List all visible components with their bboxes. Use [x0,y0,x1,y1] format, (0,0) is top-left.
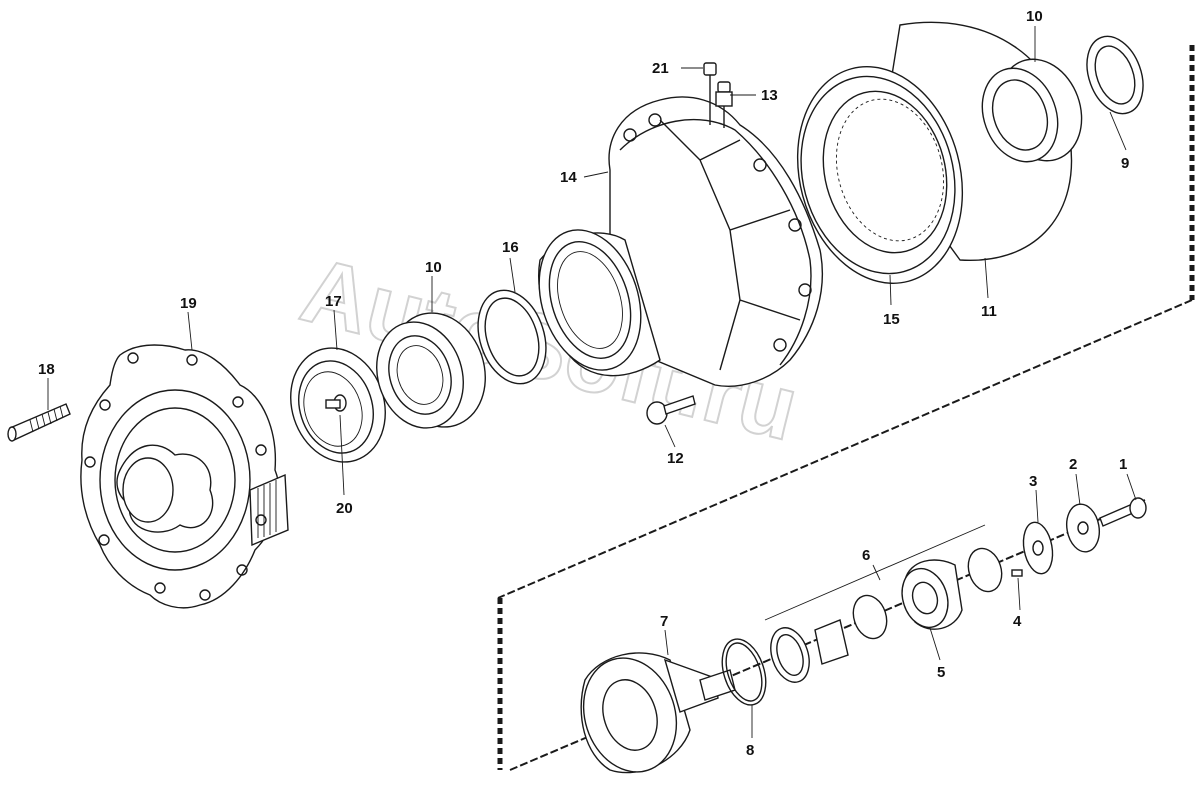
callout-7: 7 [660,613,668,630]
callout-14: 14 [560,169,577,186]
callout-11: 11 [981,303,997,320]
callout-4: 4 [1013,613,1022,630]
callout-8: 8 [746,742,754,759]
part-10-bearing-lower [376,312,486,429]
part-13-breather [715,81,733,128]
part-15-ring-gear [800,75,956,275]
part-19-hub [80,344,289,609]
callout-18: 18 [38,361,55,378]
callout-5: 5 [937,664,945,681]
callout-21: 21 [652,60,669,77]
assembly-boundary-diagonal [497,299,1193,599]
part-6-gear-set [764,524,1003,683]
part-20-pin [325,394,347,412]
callout-13: 13 [761,87,778,104]
part-7-flange [580,652,736,774]
callout-19: 19 [180,295,197,312]
part-9-nut [1086,35,1144,115]
callout-16: 16 [502,239,519,256]
part-4-pin [1011,569,1023,577]
part-18-stud [7,403,71,442]
callout-17: 17 [325,293,342,310]
callout-9: 9 [1121,155,1129,172]
callout-labels: 1 2 3 4 5 6 7 8 9 10 10 11 12 13 14 15 1… [38,8,1129,759]
part-14-housing [538,96,823,387]
part-21-plug [703,62,717,125]
callout-2: 2 [1069,456,1077,473]
callout-15: 15 [883,311,900,328]
callout-10-lower: 10 [425,259,442,276]
callout-12: 12 [667,450,684,467]
part-16-ring [477,289,547,385]
callout-10-upper: 10 [1026,8,1043,25]
part-3-washer [1022,521,1054,575]
callout-1: 1 [1119,456,1127,473]
part-1-bolt [1099,497,1147,527]
callout-20: 20 [336,500,353,517]
part-8-circlip [721,638,767,706]
leader-lines [47,26,1137,738]
callout-3: 3 [1029,473,1037,490]
callout-6: 6 [862,547,870,564]
part-2-washer [1066,503,1100,553]
part-12-bolt [646,395,696,425]
part-5-gear [901,559,963,630]
part-10-bearing-upper [981,58,1083,163]
